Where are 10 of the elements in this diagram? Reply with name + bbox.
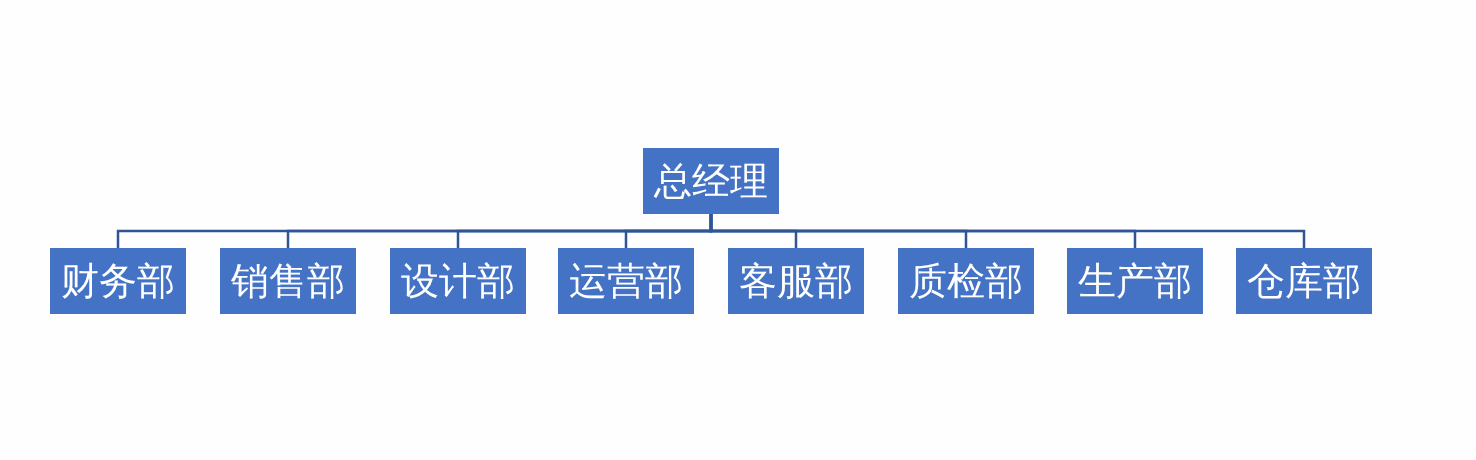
department-box: 客服部 [728,248,864,314]
department-box: 质检部 [898,248,1034,314]
connector-line [709,214,1306,248]
department-box: 设计部 [390,248,526,314]
department-box: 销售部 [220,248,356,314]
department-box: 生产部 [1067,248,1203,314]
department-box: 运营部 [558,248,694,314]
department-box: 财务部 [50,248,186,314]
department-box: 仓库部 [1236,248,1372,314]
manager-box: 总经理 [643,148,779,214]
